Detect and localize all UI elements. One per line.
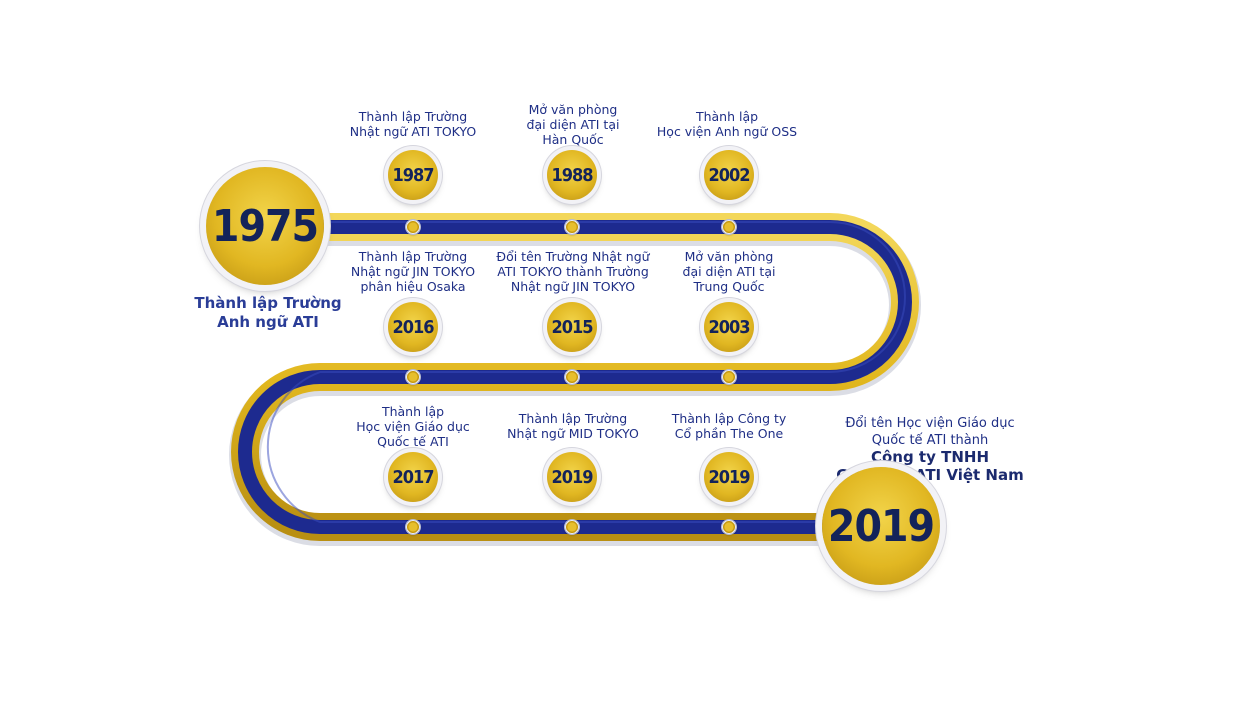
year-node-1975: 1975 bbox=[206, 167, 324, 285]
timeline-dot bbox=[565, 370, 579, 384]
timeline-dot bbox=[406, 520, 420, 534]
year-node-2019-mid-tokyo: 2019 bbox=[547, 452, 597, 502]
milestone-label-1988: Mở văn phòng đại diện ATI tại Hàn Quốc bbox=[526, 102, 620, 147]
milestone-label-2015: Đổi tên Trường Nhật ngữ ATI TOKYO thành … bbox=[496, 249, 650, 294]
year-node-2019-final: 2019 bbox=[822, 467, 940, 585]
milestone-label-1975: Thành lập Trường Anh ngữ ATI bbox=[194, 294, 342, 331]
year-node-2015: 2015 bbox=[547, 302, 597, 352]
milestone-label-2019-mid: Thành lập Trường Nhật ngữ MID TOKYO bbox=[507, 411, 639, 441]
timeline-dot bbox=[565, 520, 579, 534]
year-node-1987: 1987 bbox=[388, 150, 438, 200]
year-node-2002: 2002 bbox=[704, 150, 754, 200]
timeline-dot bbox=[406, 220, 420, 234]
milestone-label-2002: Thành lập Học viện Anh ngữ OSS bbox=[656, 109, 798, 139]
year-node-2019-the-one: 2019 bbox=[704, 452, 754, 502]
year-node-1988: 1988 bbox=[547, 150, 597, 200]
timeline-dot bbox=[722, 370, 736, 384]
year-node-2003: 2003 bbox=[704, 302, 754, 352]
year-node-2016: 2016 bbox=[388, 302, 438, 352]
milestone-label-2019-final-text: Đổi tên Học viện Giáo dục Quốc tế ATI th… bbox=[845, 416, 1015, 448]
milestone-label-2003: Mở văn phòng đại diện ATI tại Trung Quốc bbox=[682, 249, 776, 294]
timeline-dot bbox=[722, 220, 736, 234]
timeline-dot bbox=[722, 520, 736, 534]
timeline-dot bbox=[406, 370, 420, 384]
milestone-label-2019-the-one: Thành lập Công ty Cổ phần The One bbox=[671, 411, 787, 441]
milestone-label-2017: Thành lập Học viện Giáo dục Quốc tế ATI bbox=[356, 404, 470, 449]
milestone-label-2019-final: Đổi tên Học viện Giáo dục Quốc tế ATI th… bbox=[800, 398, 1060, 485]
year-node-2017: 2017 bbox=[388, 452, 438, 502]
timeline-dot bbox=[565, 220, 579, 234]
milestone-label-2016: Thành lập Trường Nhật ngữ JIN TOKYO phân… bbox=[350, 249, 476, 294]
milestone-label-1987: Thành lập Trường Nhật ngữ ATI TOKYO bbox=[349, 109, 477, 139]
